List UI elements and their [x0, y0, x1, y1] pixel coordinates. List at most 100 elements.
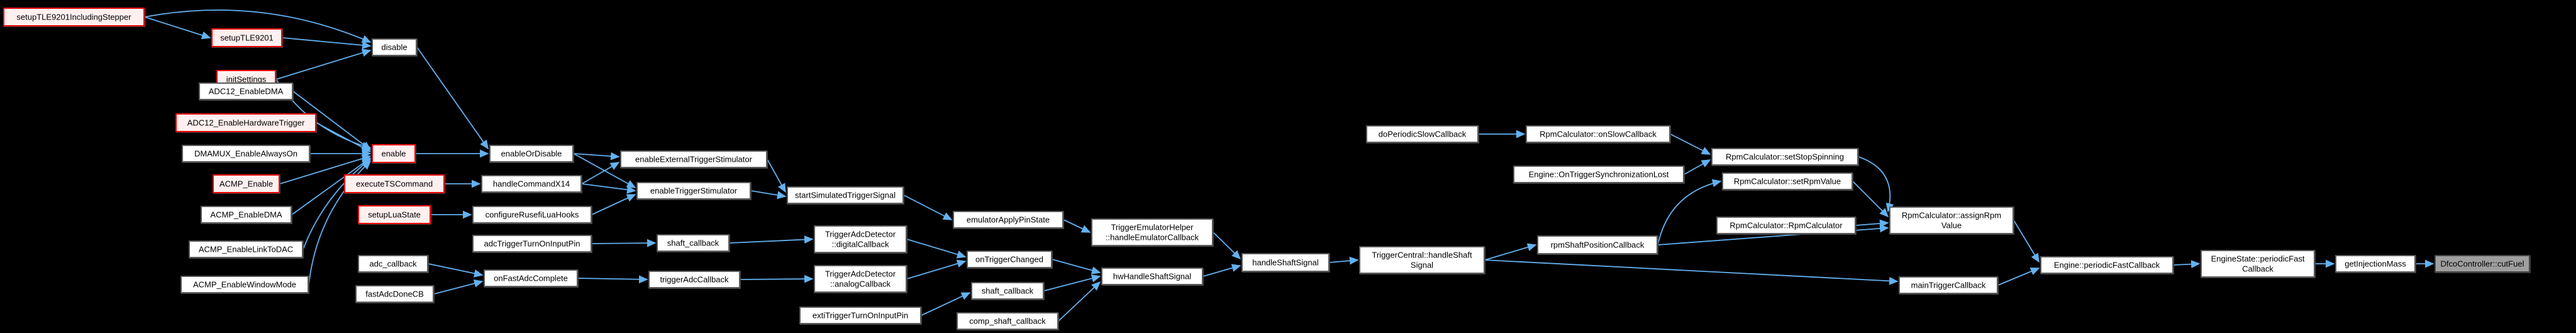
graph-node-adc12-enablehardwaretrigger[interactable]: ADC12_EnableHardwareTrigger — [175, 113, 316, 132]
graph-node-box-startsimulatedtriggersignal[interactable] — [787, 186, 904, 204]
graph-node-box-acmp-enable[interactable] — [213, 174, 280, 193]
graph-node-box-acmp-enablelinktodac[interactable] — [189, 240, 303, 258]
graph-node-hwhandleshaftsignal[interactable]: hwHandleShaftSignal — [1101, 268, 1203, 285]
graph-node-box-rpmshaftpositioncallback[interactable] — [1537, 235, 1658, 254]
graph-node-enable[interactable]: enable — [372, 144, 416, 163]
graph-node-box-adc12-enablehardwaretrigger[interactable] — [175, 113, 316, 132]
graph-node-box-disable[interactable] — [372, 38, 417, 56]
graph-node-box-rpmcalculator-setstopspinning[interactable] — [1711, 148, 1858, 166]
graph-node-box-emulatorapplypinstate[interactable] — [953, 211, 1063, 229]
graph-node-box-enableexternaltriggerstimulator[interactable] — [620, 150, 767, 168]
graph-node-box-dfcocontroller-cutfuel[interactable] — [2434, 255, 2530, 273]
graph-node-handleshaftsignal[interactable]: handleShaftSignal — [1241, 253, 1330, 272]
graph-node-triggeradcdetector-digitalcallback[interactable]: TriggerAdcDetector::digitalCallback — [814, 225, 907, 253]
graph-node-box-setuptle9201includingstepper[interactable] — [3, 8, 145, 26]
graph-node-box-shaft-callback-2[interactable] — [971, 282, 1044, 300]
graph-node-adc-callback[interactable]: adc_callback — [358, 255, 428, 273]
graph-node-box-triggeradccallback[interactable] — [648, 271, 740, 288]
graph-node-box-fastadcdonecb[interactable] — [355, 285, 434, 303]
graph-node-box-setuptle9201[interactable] — [211, 28, 282, 47]
graph-node-box-enginestate-periodicfastcallback[interactable] — [2201, 250, 2315, 278]
graph-node-rpmcalculator-setstopspinning[interactable]: RpmCalculator::setStopSpinning — [1711, 148, 1858, 166]
graph-node-box-enable[interactable] — [372, 144, 416, 163]
graph-node-box-rpmcalculator-onslowcallback[interactable] — [1526, 125, 1670, 143]
graph-node-box-onfastadccomplete[interactable] — [484, 269, 578, 287]
graph-node-configurerusefiluahooks[interactable]: configureRusefiLuaHooks — [472, 206, 592, 223]
graph-node-maintriggercallback[interactable]: mainTriggerCallback — [1899, 276, 1998, 294]
graph-node-box-adc-callback[interactable] — [358, 255, 428, 273]
graph-node-box-triggercentral-handleshaftsignal[interactable] — [1359, 246, 1485, 274]
graph-node-box-dmamux-enablealwayson[interactable] — [182, 145, 310, 162]
graph-node-triggercentral-handleshaftsignal[interactable]: TriggerCentral::handleShaftSignal — [1359, 246, 1485, 274]
graph-node-ontriggerchanged[interactable]: onTriggerChanged — [967, 251, 1052, 268]
graph-node-box-acmp-enablewindowmode[interactable] — [180, 276, 309, 293]
graph-node-enableordisable[interactable]: enableOrDisable — [489, 145, 574, 162]
graph-node-box-rpmcalculator-rpmcalculator[interactable] — [1716, 217, 1856, 234]
graph-node-triggeradcdetector-analogcallback[interactable]: TriggerAdcDetector::analogCallback — [814, 265, 907, 293]
graph-node-shaft-callback-2[interactable]: shaft_callback — [971, 282, 1044, 300]
graph-node-engine-periodicfastcallback[interactable]: Engine::periodicFastCallback — [2040, 256, 2174, 274]
graph-node-rpmcalculator-onslowcallback[interactable]: RpmCalculator::onSlowCallback — [1526, 125, 1670, 143]
graph-node-enableexternaltriggerstimulator[interactable]: enableExternalTriggerStimulator — [620, 150, 767, 168]
graph-node-startsimulatedtriggersignal[interactable]: startSimulatedTriggerSignal — [787, 186, 904, 204]
graph-node-comp-shaft-callback[interactable]: comp_shaft_callback — [957, 312, 1058, 330]
graph-node-box-acmp-enabledma[interactable] — [201, 206, 292, 223]
graph-node-getinjectionmass[interactable]: getInjectionMass — [2335, 255, 2416, 273]
graph-node-box-doperiodicslowcallback[interactable] — [1366, 125, 1479, 143]
graph-node-box-engine-periodicfastcallback[interactable] — [2040, 256, 2174, 274]
graph-node-box-setupluastate[interactable] — [358, 205, 431, 224]
graph-node-box-getinjectionmass[interactable] — [2335, 255, 2416, 273]
graph-node-rpmcalculator-rpmcalculator[interactable]: RpmCalculator::RpmCalculator — [1716, 217, 1856, 234]
graph-node-rpmshaftpositioncallback[interactable]: rpmShaftPositionCallback — [1537, 235, 1658, 254]
graph-node-box-enableordisable[interactable] — [489, 145, 574, 162]
graph-node-extitriggerturnoninputpin[interactable]: extiTriggerTurnOnInputPin — [799, 307, 921, 324]
graph-node-box-enabletriggerstimulator[interactable] — [636, 182, 751, 200]
graph-node-box-extitriggerturnoninputpin[interactable] — [799, 307, 921, 324]
graph-node-disable[interactable]: disable — [372, 38, 417, 56]
graph-node-emulatorapplypinstate[interactable]: emulatorApplyPinState — [953, 211, 1063, 229]
graph-node-acmp-enablewindowmode[interactable]: ACMP_EnableWindowMode — [180, 276, 309, 293]
edge-ontriggerchanged-to-hwhandleshaftsignal — [1052, 259, 1101, 274]
graph-node-executetscommand[interactable]: executeTSCommand — [344, 174, 445, 193]
graph-node-adctriggerturnoninputpin[interactable]: adcTriggerTurnOnInputPin — [472, 235, 592, 252]
graph-node-box-shaft-callback-1[interactable] — [657, 234, 730, 252]
graph-node-onfastadccomplete[interactable]: onFastAdcComplete — [484, 269, 578, 287]
graph-node-engine-ontriggersynchronizationlost[interactable]: Engine::OnTriggerSynchronizationLost — [1513, 166, 1684, 183]
graph-node-box-hwhandleshaftsignal[interactable] — [1101, 268, 1203, 285]
graph-node-dfcocontroller-cutfuel[interactable]: DfcoController::cutFuel — [2434, 255, 2530, 273]
graph-node-acmp-enablelinktodac[interactable]: ACMP_EnableLinkToDAC — [189, 240, 303, 258]
graph-node-shaft-callback-1[interactable]: shaft_callback — [657, 234, 730, 252]
graph-node-label: setupTLE9201 — [220, 33, 274, 43]
graph-node-enginestate-periodicfastcallback[interactable]: EngineState::periodicFastCallback — [2201, 250, 2315, 278]
graph-node-handlecommandx14[interactable]: handleCommandX14 — [481, 175, 582, 193]
graph-node-doperiodicslowcallback[interactable]: doPeriodicSlowCallback — [1366, 125, 1479, 143]
graph-node-enabletriggerstimulator[interactable]: enableTriggerStimulator — [636, 182, 751, 200]
graph-node-fastadcdonecb[interactable]: fastAdcDoneCB — [355, 285, 434, 303]
graph-node-acmp-enabledma[interactable]: ACMP_EnableDMA — [201, 206, 292, 223]
graph-node-box-triggeradcdetector-analogcallback[interactable] — [814, 265, 907, 293]
graph-node-triggeradccallback[interactable]: triggerAdcCallback — [648, 271, 740, 288]
graph-node-box-triggeradcdetector-digitalcallback[interactable] — [814, 225, 907, 253]
graph-node-box-comp-shaft-callback[interactable] — [957, 312, 1058, 330]
graph-node-triggeremulatorhelper-handleemulatorcallback[interactable]: TriggerEmulatorHelper::handleEmulatorCal… — [1091, 218, 1213, 246]
graph-node-dmamux-enablealwayson[interactable]: DMAMUX_EnableAlwaysOn — [182, 145, 310, 162]
graph-node-setuptle9201[interactable]: setupTLE9201 — [211, 28, 282, 47]
graph-node-box-adc12-enabledma[interactable] — [199, 82, 293, 100]
graph-node-box-executetscommand[interactable] — [344, 174, 445, 193]
graph-node-box-ontriggerchanged[interactable] — [967, 251, 1052, 268]
graph-node-box-handleshaftsignal[interactable] — [1241, 253, 1330, 272]
graph-node-rpmcalculator-setrpmvalue[interactable]: RpmCalculator::setRpmValue — [1722, 172, 1853, 190]
graph-node-box-maintriggercallback[interactable] — [1899, 276, 1998, 294]
graph-node-box-handlecommandx14[interactable] — [481, 175, 582, 193]
graph-node-box-engine-ontriggersynchronizationlost[interactable] — [1513, 166, 1684, 183]
graph-node-box-rpmcalculator-assignrpmvalue[interactable] — [1889, 206, 2014, 234]
graph-node-box-rpmcalculator-setrpmvalue[interactable] — [1722, 172, 1853, 190]
graph-node-setuptle9201includingstepper[interactable]: setupTLE9201IncludingStepper — [3, 8, 145, 26]
graph-node-box-adctriggerturnoninputpin[interactable] — [472, 235, 592, 252]
graph-node-setupluastate[interactable]: setupLuaState — [358, 205, 431, 224]
graph-node-adc12-enabledma[interactable]: ADC12_EnableDMA — [199, 82, 293, 100]
graph-node-box-triggeremulatorhelper-handleemulatorcallback[interactable] — [1091, 218, 1213, 246]
graph-node-acmp-enable[interactable]: ACMP_Enable — [213, 174, 280, 193]
graph-node-box-configurerusefiluahooks[interactable] — [472, 206, 592, 223]
